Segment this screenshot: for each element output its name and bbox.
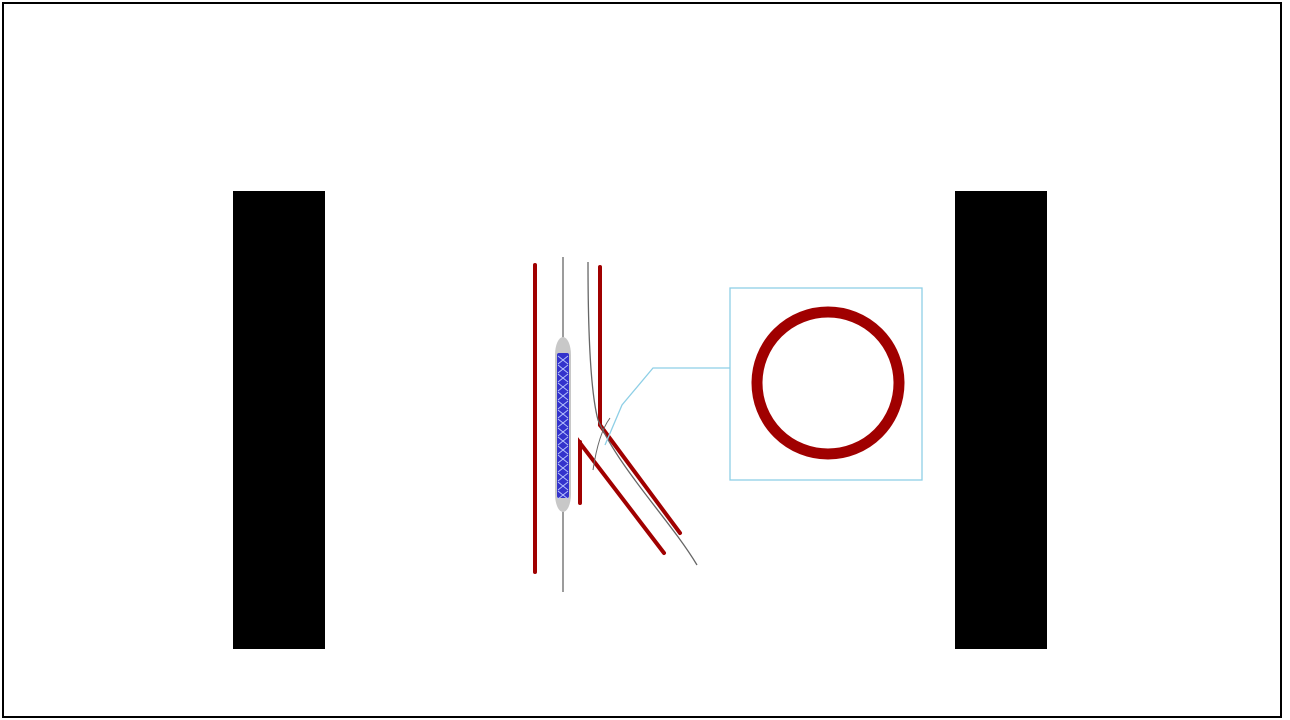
callout-connector: [605, 368, 731, 445]
side-branch-inner-wall: [580, 443, 664, 553]
side-branch-outer-wall: [600, 425, 680, 533]
side-guidewire: [588, 262, 697, 565]
